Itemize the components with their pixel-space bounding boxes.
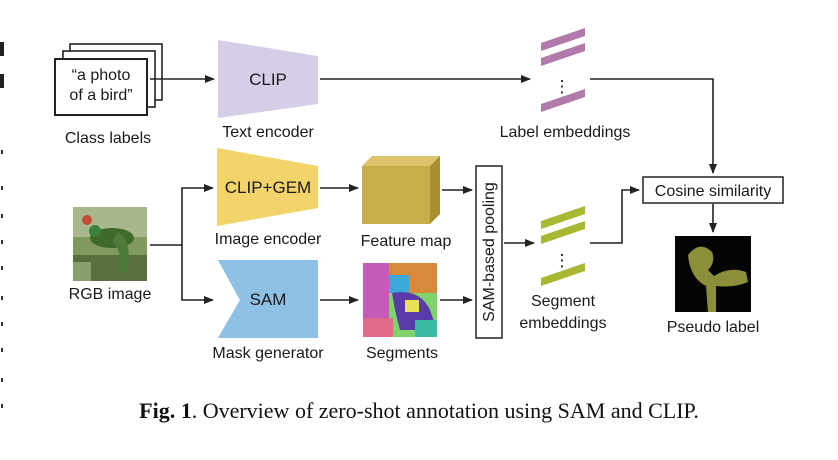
segments-label: Segments bbox=[366, 345, 438, 362]
figure-caption: Fig. 1. Overview of zero-shot annotation… bbox=[0, 398, 838, 424]
pseudo-label-label: Pseudo label bbox=[667, 319, 760, 336]
clip-label: CLIP bbox=[249, 70, 287, 89]
text-encoder-label: Text encoder bbox=[222, 124, 314, 141]
sam-based-pooling-label: SAM-based pooling bbox=[481, 182, 498, 322]
class-labels-stack: “a photo of a bird” bbox=[54, 43, 163, 116]
figure-caption-text: . Overview of zero-shot annotation using… bbox=[191, 398, 699, 423]
sam-label: SAM bbox=[250, 290, 287, 309]
mask-generator-label: Mask generator bbox=[212, 345, 324, 362]
image-encoder-label: Image encoder bbox=[215, 231, 322, 248]
connectors bbox=[150, 75, 717, 304]
cosine-similarity-box bbox=[642, 176, 784, 204]
figure-caption-label: Fig. 1 bbox=[139, 398, 192, 423]
feature-map-cube bbox=[362, 156, 440, 224]
rgb-image-label: RGB image bbox=[69, 286, 152, 303]
margin-residue bbox=[0, 42, 4, 408]
quote-line-1: “a photo bbox=[72, 67, 131, 84]
label-embeddings-label: Label embeddings bbox=[500, 124, 631, 141]
label-embeddings: ⋮ bbox=[541, 28, 585, 112]
clip-gem-image-encoder-block bbox=[217, 148, 318, 226]
cosine-similarity-label: Cosine similarity bbox=[655, 183, 771, 200]
quote-line-2: of a bird” bbox=[69, 87, 132, 104]
segment-embeddings: ⋮ bbox=[541, 206, 585, 286]
class-labels-label: Class labels bbox=[65, 130, 151, 147]
segment-embeddings-dots: ⋮ bbox=[554, 251, 571, 270]
segments-image bbox=[363, 263, 437, 337]
label-embeddings-dots: ⋮ bbox=[554, 77, 571, 96]
segment-embeddings-label-2: embeddings bbox=[519, 315, 606, 332]
rgb-image bbox=[73, 207, 147, 281]
clip-text-encoder-block bbox=[218, 40, 318, 118]
segment-embeddings-label-1: Segment bbox=[531, 293, 596, 310]
clip-gem-label: CLIP+GEM bbox=[225, 178, 311, 197]
feature-map-label: Feature map bbox=[361, 233, 452, 250]
pseudo-label-image bbox=[675, 236, 751, 312]
sam-based-pooling-box bbox=[475, 165, 503, 339]
